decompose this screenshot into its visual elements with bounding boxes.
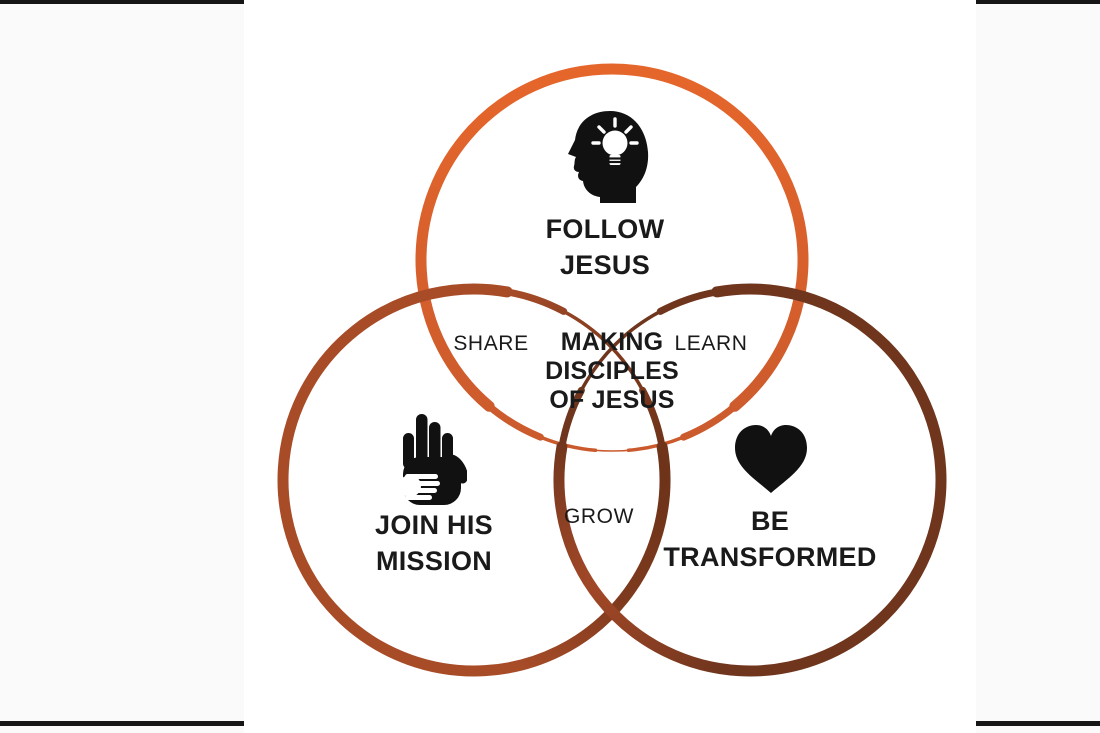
letterbox-bar-bottom-right [976,721,1100,726]
circle-follow-jesus [415,63,809,453]
label-line: FOLLOW [545,214,665,244]
letterbox-bar-bottom-left [0,721,244,726]
label-grow: GROW [563,505,635,528]
label-line: JOIN HIS [375,510,493,540]
heart-icon [735,425,807,493]
label-learn: LEARN [674,332,748,355]
label-line: DISCIPLES [545,357,679,385]
label-making-disciples: MAKING DISCIPLES OF JESUS [545,328,679,415]
label-follow-jesus: FOLLOW JESUS [546,211,665,283]
label-line: MISSION [375,546,493,576]
label-line: OF JESUS [549,386,675,414]
label-share: SHARE [453,332,529,355]
label-line: MAKING [560,328,664,356]
label-join-his-mission: JOIN HIS MISSION [375,507,493,579]
label-line: JESUS [559,250,651,280]
letterbox-bar-top-right [976,0,1100,4]
circle-be-transformed [553,283,947,677]
label-be-transformed: BE TRANSFORMED [663,503,876,575]
head-lightbulb-icon [568,111,649,203]
letterbox-bar-top-left [0,0,244,4]
label-line: BE [750,506,790,536]
helping-hands-icon [399,414,467,505]
label-line: TRANSFORMED [663,542,877,572]
circle-join-his-mission [277,283,671,677]
